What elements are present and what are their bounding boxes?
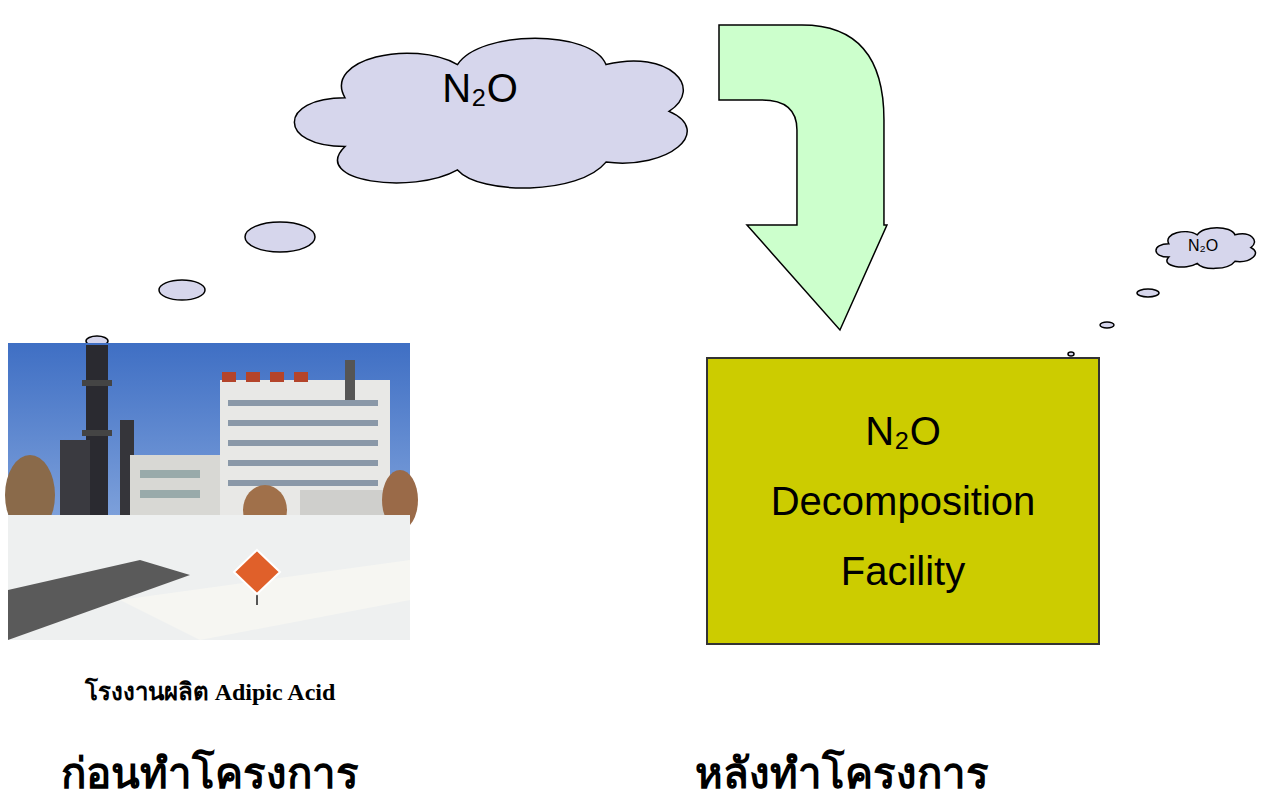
stage-label: ก่อนทำโครงการ [61, 740, 359, 805]
node-text: N₂O Decomposition Facility [771, 396, 1036, 606]
thought-bubble [1137, 289, 1159, 297]
node-text: N₂O [442, 65, 518, 111]
node-text: N₂O [1188, 237, 1218, 255]
thought-bubble [245, 222, 315, 252]
emission-cloud: N₂O [255, 10, 705, 205]
process-box: N₂O Decomposition Facility [706, 357, 1100, 645]
factory-photo [5, 343, 418, 640]
flow-arrow [719, 25, 887, 330]
photo-caption: โรงงานผลิต Adipic Acid [85, 672, 336, 711]
thought-bubble [1068, 352, 1074, 356]
emission-cloud: N₂O [1146, 220, 1260, 273]
thought-bubble [159, 280, 205, 300]
stage-label: หลังทำโครงการ [695, 740, 989, 805]
thought-bubble [1100, 322, 1114, 328]
